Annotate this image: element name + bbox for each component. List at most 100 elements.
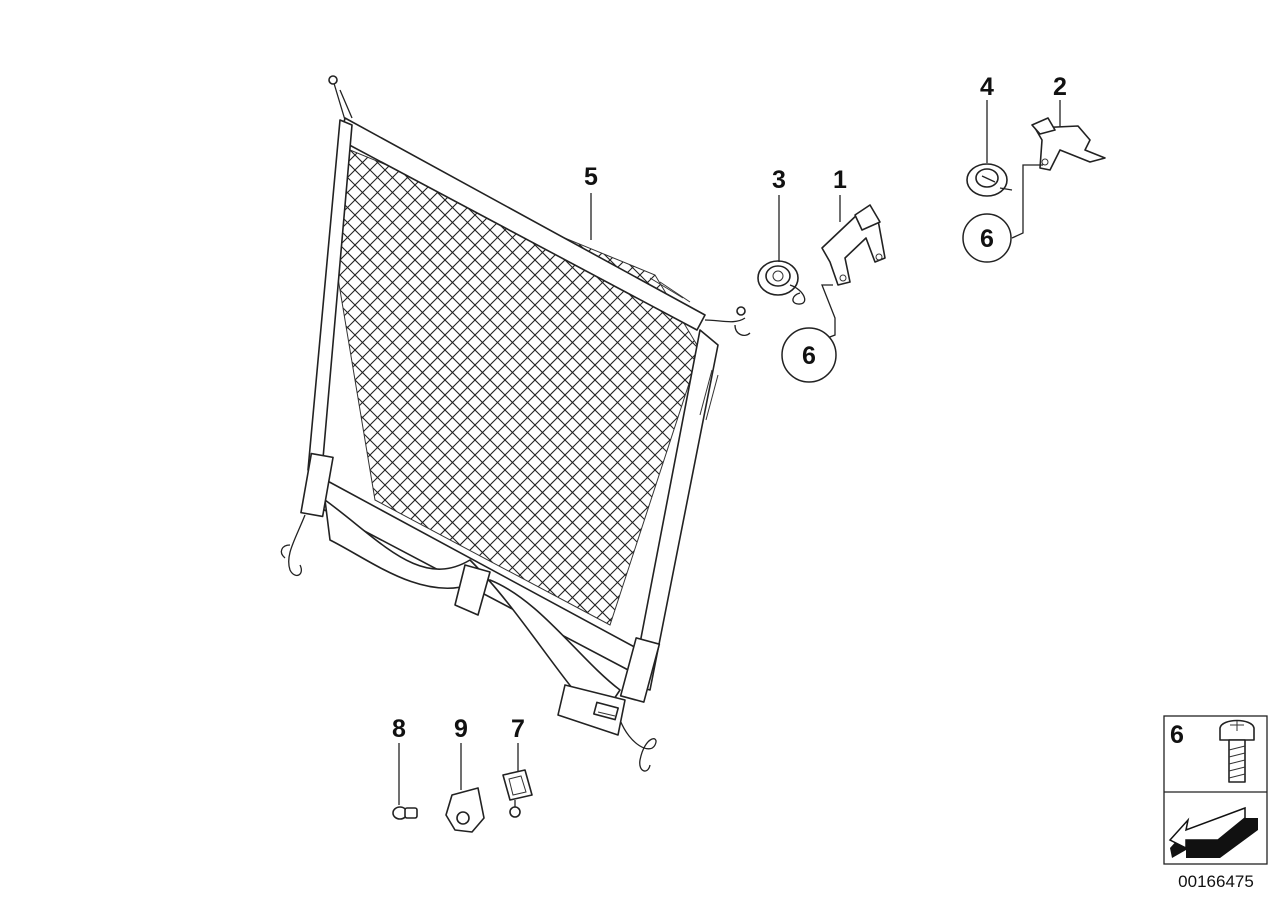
legend-number: 6	[1170, 721, 1184, 749]
mesh-line	[1085, 0, 1287, 700]
mesh-line	[0, 0, 180, 700]
mesh-line	[1175, 0, 1287, 700]
mesh-line	[1040, 0, 1287, 700]
mesh-line	[1160, 0, 1287, 700]
mesh-line	[1130, 0, 1287, 700]
mesh-line	[679, 150, 700, 625]
mesh-line	[0, 0, 60, 700]
mesh-line	[1085, 0, 1287, 700]
mesh-line	[0, 0, 135, 700]
mesh-line	[619, 150, 700, 625]
mesh-line	[330, 150, 700, 625]
mesh-line	[454, 150, 700, 625]
mesh-line	[1070, 0, 1287, 700]
mesh-line	[0, 0, 105, 700]
mesh-line	[1100, 0, 1287, 700]
mesh-line	[330, 150, 421, 625]
mesh-line	[1220, 0, 1287, 700]
mesh-line	[830, 0, 1287, 700]
mesh-line	[770, 0, 1287, 700]
mesh-line	[815, 0, 1287, 700]
mesh-line	[330, 150, 700, 625]
mesh-line	[0, 0, 60, 700]
mesh-line	[0, 0, 15, 700]
mesh-line	[330, 150, 700, 625]
mesh-line	[0, 0, 315, 700]
mesh-line	[330, 150, 466, 625]
mesh-line	[815, 0, 1287, 700]
callout-labels: 1 2 3 4 5 7 8 9 6 6	[392, 73, 1067, 743]
part-3-clip	[757, 260, 806, 305]
callout-6a-circle	[781, 327, 837, 383]
mesh-line	[770, 0, 1287, 700]
legend-box: 6	[1163, 715, 1268, 865]
mesh-line	[890, 0, 1287, 700]
mesh-line	[1025, 0, 1287, 700]
mesh-line	[0, 0, 75, 700]
mesh-line	[1115, 0, 1287, 700]
mesh-line	[330, 150, 700, 625]
mesh-line	[1160, 0, 1287, 700]
mesh-line	[330, 150, 346, 625]
mesh-line	[0, 0, 300, 700]
mesh-line	[634, 150, 700, 625]
mesh-line	[905, 0, 1287, 700]
right-hook	[704, 306, 751, 336]
callout-1: 1	[833, 166, 847, 194]
mesh-line	[1040, 0, 1287, 700]
mesh-line	[330, 150, 511, 625]
mesh-line	[1265, 0, 1287, 700]
image-code: 00166475	[1178, 872, 1254, 891]
mesh-line	[875, 0, 1287, 700]
mesh-line	[330, 150, 700, 625]
mesh-line	[1010, 0, 1287, 700]
mesh-line	[1145, 0, 1287, 700]
mesh-line	[0, 0, 195, 700]
mesh-line	[785, 0, 1287, 700]
mesh-line	[330, 150, 361, 625]
mesh-line	[0, 0, 255, 700]
mesh-line	[965, 0, 1287, 700]
mesh-line	[439, 150, 700, 625]
mesh-line	[330, 150, 346, 625]
mesh-line	[0, 0, 210, 700]
mesh-line	[330, 150, 691, 625]
callout-3: 3	[772, 166, 786, 194]
leader-lines	[398, 100, 1061, 805]
mesh-line	[330, 150, 481, 625]
mesh-line	[330, 150, 700, 625]
mesh-line	[330, 150, 406, 625]
mesh-line	[920, 0, 1287, 700]
callout-5: 5	[584, 163, 598, 191]
mesh-line	[0, 0, 165, 700]
mesh-line	[0, 0, 225, 700]
mesh-line	[0, 0, 75, 700]
callout-8: 8	[392, 715, 406, 743]
mesh-line	[330, 150, 700, 625]
part-2-bracket	[1031, 117, 1106, 171]
mesh-line	[679, 150, 700, 625]
mesh-line	[330, 150, 700, 625]
callout-6b-circle	[962, 213, 1012, 263]
callout-9: 9	[454, 715, 468, 743]
mesh-line	[0, 0, 165, 700]
mesh-line	[330, 150, 700, 625]
luggage-net	[0, 0, 1287, 772]
mesh-line	[330, 150, 700, 625]
mesh-line	[330, 150, 700, 625]
mesh-line	[330, 150, 496, 625]
mesh-line	[1145, 0, 1287, 700]
net-buckle	[557, 684, 626, 736]
mesh-line	[1280, 0, 1287, 700]
mesh-line	[484, 150, 700, 625]
mesh-line	[0, 0, 120, 700]
mesh-line	[1220, 0, 1287, 700]
mesh-line	[0, 0, 240, 700]
mesh-line	[330, 150, 451, 625]
mesh-line	[845, 0, 1287, 700]
mesh-line	[0, 0, 150, 700]
mesh-line	[330, 150, 700, 625]
mesh-line	[0, 0, 300, 700]
mesh-line	[469, 150, 700, 625]
